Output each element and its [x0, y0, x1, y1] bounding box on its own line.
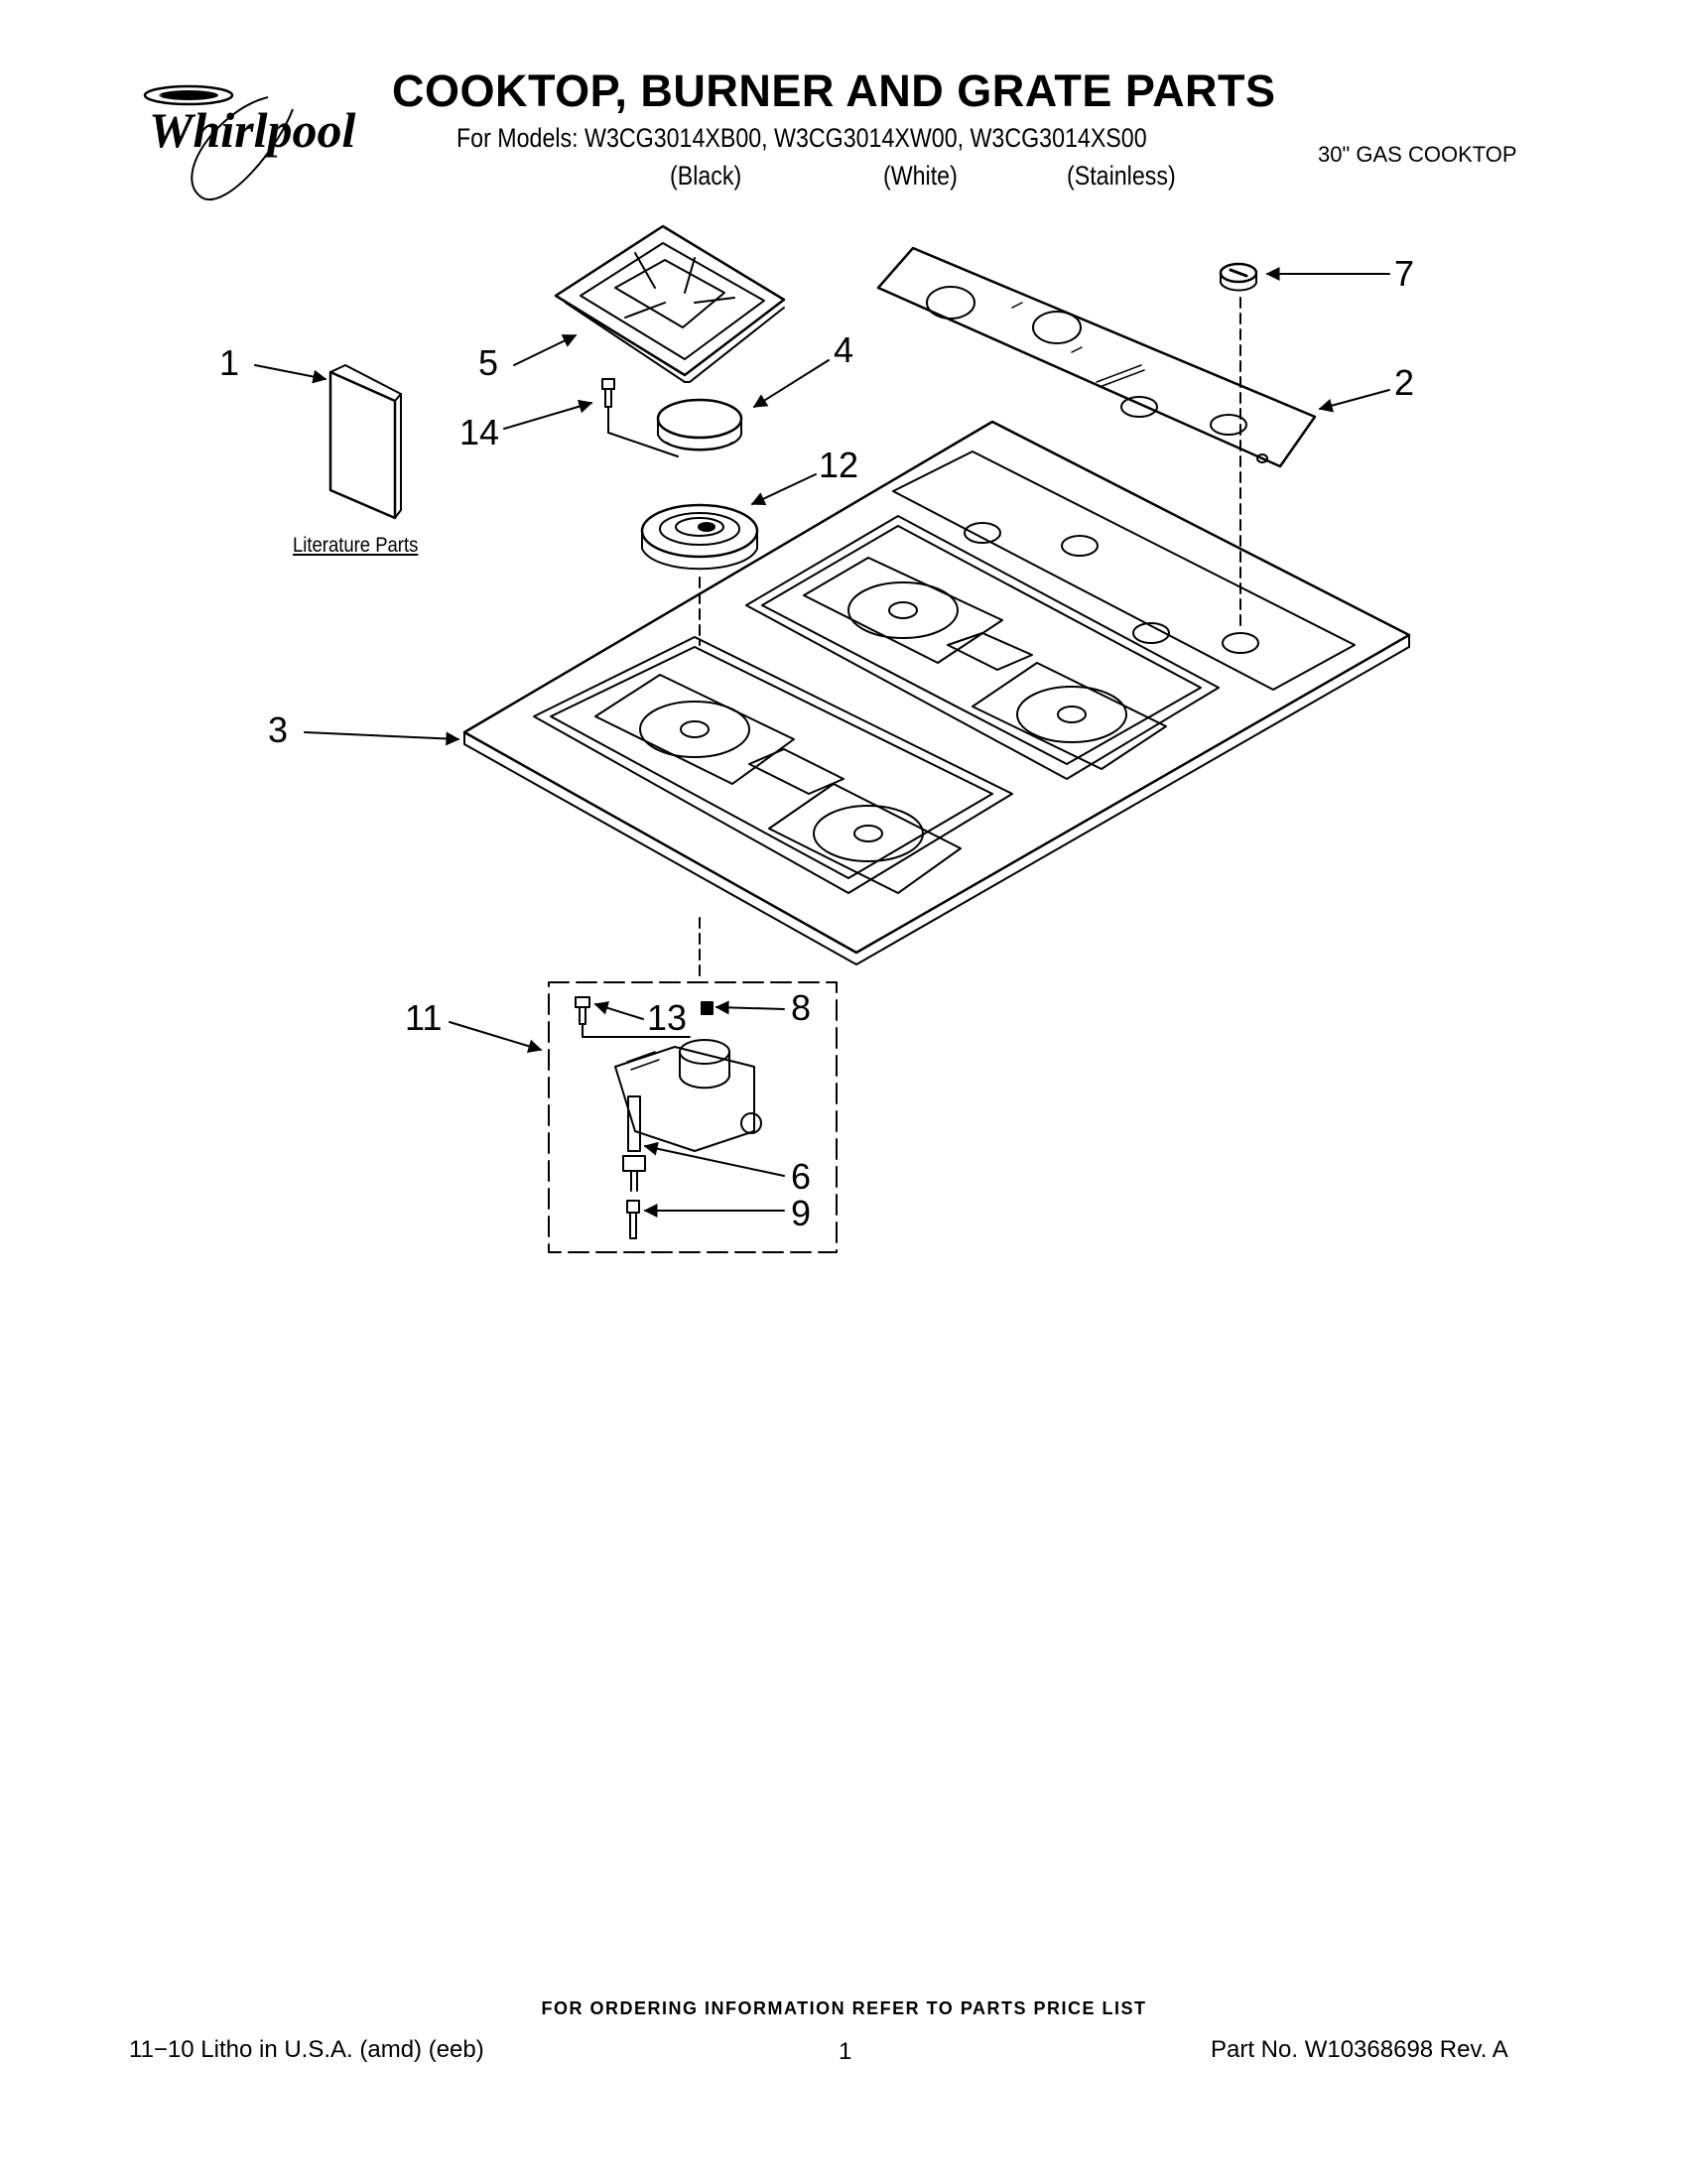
product-subtitle: 30" GAS COOKTOP: [1318, 142, 1517, 167]
valve-assembly-box: [548, 981, 838, 1253]
ordering-note: FOR ORDERING INFORMATION REFER TO PARTS …: [541, 1998, 1147, 2018]
callout-8: 8: [791, 987, 812, 1028]
control-panel-overlay: [876, 246, 1317, 468]
burner-base: [640, 503, 759, 571]
part-number: Part No. W10368698 Rev. A: [1211, 2036, 1508, 2063]
finish-white: (White): [883, 161, 958, 191]
page-number: 1: [839, 2038, 852, 2065]
callout-6: 6: [791, 1156, 812, 1197]
print-info: 11−10 Litho in U.S.A. (amd) (eeb): [129, 2036, 484, 2063]
callout-9: 9: [791, 1193, 812, 1233]
literature-booklet: [328, 364, 402, 520]
callout-4: 4: [834, 329, 854, 370]
page-title: COOKTOP, BURNER AND GRATE PARTS: [392, 65, 1276, 116]
callout-12: 12: [819, 445, 859, 485]
callout-13: 13: [647, 997, 688, 1038]
models-line: For Models: W3CG3014XB00, W3CG3014XW00, …: [456, 123, 1147, 153]
burner-cap: [656, 398, 743, 451]
finish-black: (Black): [670, 161, 742, 191]
literature-parts-label: Literature Parts: [293, 534, 419, 557]
callout-1: 1: [219, 342, 240, 383]
callout-2: 2: [1394, 362, 1415, 403]
svg-text:®: ®: [155, 91, 162, 101]
callout-5: 5: [478, 342, 499, 383]
callout-11: 11: [405, 997, 443, 1038]
whirlpool-logo: ® Whirlpool: [143, 84, 356, 201]
svg-text:Whirlpool: Whirlpool: [149, 102, 356, 158]
callout-3: 3: [268, 709, 289, 750]
screw-14: [601, 378, 679, 457]
grate-part: [554, 224, 786, 383]
cooktop-body: [462, 420, 1411, 965]
callout-14: 14: [459, 412, 500, 452]
finish-stainless: (Stainless): [1067, 161, 1176, 191]
callout-7: 7: [1394, 253, 1415, 294]
control-knob: [1219, 262, 1258, 292]
